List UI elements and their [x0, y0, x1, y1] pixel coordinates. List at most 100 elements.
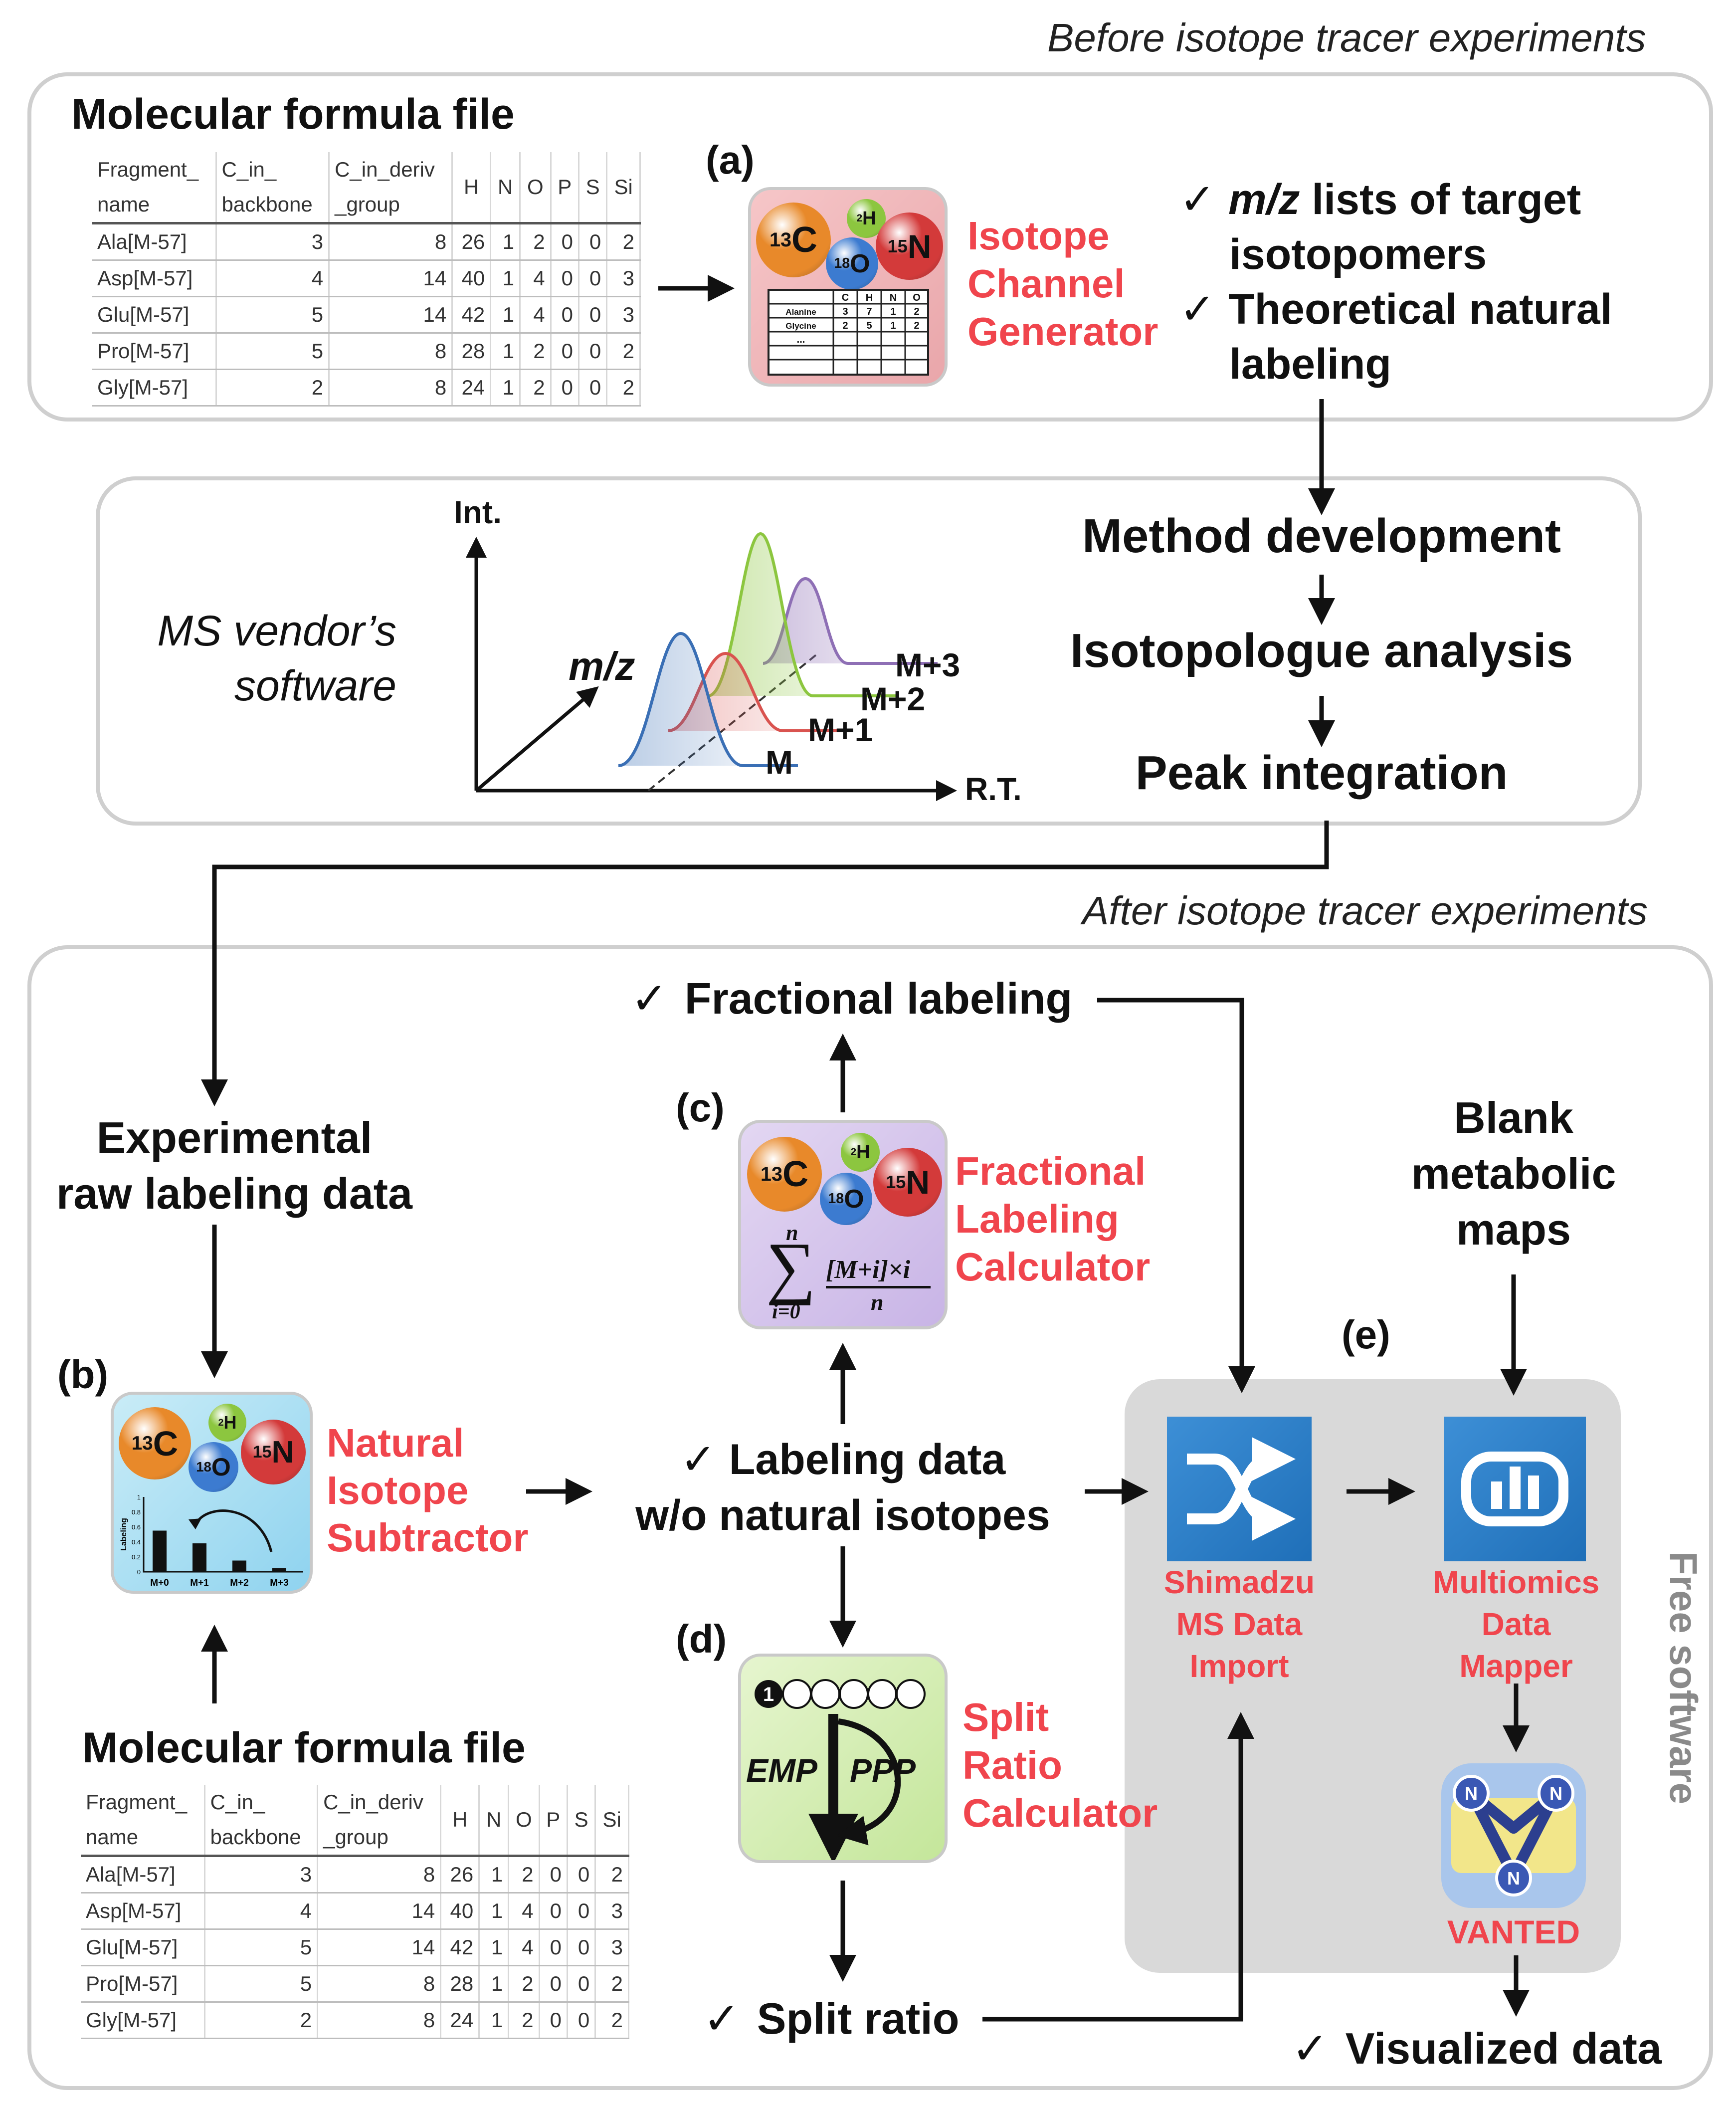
table-cell: 4 [520, 296, 552, 334]
mini-table-r3-name: ... [797, 334, 805, 345]
arrow-fractional-to-shimadzu [1097, 998, 1255, 1393]
isotope-element: N [271, 1435, 294, 1470]
vanted-node-3: N [1507, 1868, 1520, 1889]
tool-e2-line3: Mapper [1459, 1648, 1573, 1684]
table-cell: 2 [508, 2002, 540, 2039]
step-method-development: Method development [1082, 509, 1561, 563]
table-cell: 0 [551, 296, 579, 334]
visualized-text: Visualized data [1345, 2024, 1662, 2073]
carbon-index: 1 [763, 1684, 774, 1705]
table-cell: 8 [317, 1965, 442, 2003]
blank-line2: metabolic [1411, 1149, 1616, 1198]
raw-line1: Experimental [96, 1113, 373, 1162]
before-experiments-label: Before isotope tracer experiments [1047, 15, 1646, 60]
table-cell: 24 [440, 2002, 480, 2039]
table-cell: 8 [317, 2002, 442, 2039]
mini-table-r2-c: 2 [842, 320, 848, 331]
sum-numerator: [M+i]×i [826, 1256, 911, 1284]
isotope-mass: 13 [760, 1163, 783, 1185]
formula-table-header-cell: H [452, 152, 492, 224]
table-cell: 0 [539, 2002, 568, 2039]
peak-label-m1: M+1 [808, 711, 873, 748]
vendor-line2: software [234, 662, 396, 710]
table-cell: 2 [520, 369, 552, 407]
isotope-element: O [850, 249, 870, 278]
table-cell: 8 [329, 333, 453, 370]
mini-table-r1-name: Alanine [785, 307, 816, 317]
table-cell: 0 [551, 260, 579, 297]
multiomics-mapper-name: Multiomics Data Mapper [1399, 1561, 1633, 1687]
axis-rt-label: R.T. [965, 771, 1022, 807]
mini-table-r2-n: 1 [890, 320, 896, 331]
table-cell: Asp[M-57] [92, 260, 217, 297]
blank-metabolic-maps: Blank metabolic maps [1361, 1090, 1666, 1258]
tool-e1-line3: Import [1189, 1648, 1289, 1684]
fractional-text: Fractional labeling [684, 974, 1073, 1023]
vanted-name: VANTED [1447, 1913, 1580, 1950]
formula-table-header-cell: Si [595, 1785, 629, 1857]
chart-bar [153, 1530, 167, 1572]
table-cell: 1 [490, 223, 521, 261]
tool-c-line3: Calculator [955, 1245, 1151, 1289]
table-cell: 2 [216, 369, 330, 407]
table-cell: 14 [329, 260, 453, 297]
peak-label-m2: M+2 [860, 680, 926, 717]
check-icon: ✓ [1179, 176, 1216, 223]
tool-b-line2: Isotope [327, 1468, 469, 1512]
formula-table-header-cell: C_in_deriv _group [317, 1785, 442, 1857]
table-cell: 0 [567, 1965, 596, 2003]
table-cell: 28 [440, 1965, 480, 2003]
output-isotopomers: isotopomers [1229, 230, 1487, 278]
vanted-node-2: N [1549, 1783, 1562, 1804]
fractional-labeling-calculator-name: Fractional Labeling Calculator [955, 1147, 1150, 1291]
table-cell: Asp[M-57] [81, 1893, 205, 1930]
mini-table-r2-name: Glycine [785, 321, 816, 331]
table-cell: 0 [567, 1929, 596, 1966]
table-cell: Gly[M-57] [81, 2002, 205, 2039]
tool-a-line1: Isotope [967, 213, 1110, 258]
table-cell: 2 [606, 369, 641, 407]
mz-axis [475, 686, 599, 792]
step-a-label: (a) [706, 138, 755, 182]
isotope-mass: 2 [218, 1417, 224, 1428]
chart-tick-label: 0.2 [132, 1553, 141, 1561]
fraction-bar [826, 1286, 931, 1288]
tool-d-line1: Split [963, 1695, 1049, 1739]
isotope-mass: 13 [769, 228, 792, 251]
sum-denominator: n [871, 1289, 884, 1315]
table-cell: 5 [204, 1929, 319, 1966]
after-experiments-label: After isotope tracer experiments [1082, 888, 1648, 933]
formula-table-title-bottom: Molecular formula file [82, 1724, 526, 1772]
ms-vendor-software: MS vendor’s software [137, 604, 396, 713]
table-cell: 3 [595, 1929, 629, 1966]
table-cell: 2 [508, 1965, 540, 2003]
table-cell: 0 [579, 223, 608, 261]
table-cell: Glu[M-57] [81, 1929, 205, 1966]
table-cell: 0 [551, 223, 579, 261]
table-cell: 2 [606, 223, 641, 261]
table-cell: 4 [204, 1893, 319, 1930]
table-cell: 28 [452, 333, 492, 370]
table-cell: 2 [204, 2002, 319, 2039]
chart-tick-label: 1 [137, 1493, 141, 1501]
mini-table-h-c: C [842, 292, 849, 303]
table-cell: Pro[M-57] [92, 333, 217, 370]
formula-table-header-cell: O [508, 1785, 540, 1857]
tool-e1-line2: MS Data [1176, 1606, 1303, 1642]
chart-bar [193, 1543, 206, 1572]
chart-bar [232, 1560, 246, 1572]
table-cell: 3 [606, 260, 641, 297]
isotope-element: C [791, 220, 818, 260]
chart-bar-label: M+2 [230, 1578, 249, 1588]
check-icon: ✓ [680, 1436, 716, 1483]
